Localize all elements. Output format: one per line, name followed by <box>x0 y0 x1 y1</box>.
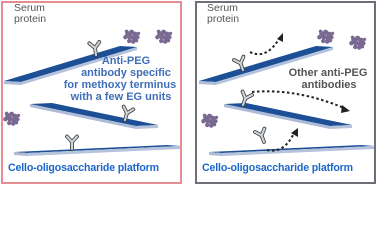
protein-label: protein <box>14 13 47 25</box>
protein-label: protein <box>207 13 240 25</box>
right-panel <box>195 1 376 184</box>
platform-label: Cello-oligosaccharide platform <box>8 162 159 174</box>
serum-label: Serum <box>207 2 238 14</box>
specific-antibody-line-3: for methoxy terminus <box>63 79 177 91</box>
platform-label: Cello-oligosaccharide platform <box>202 162 353 174</box>
specific-antibody-line-4: with a few EG units <box>70 91 172 103</box>
other-antibodies-line-1: Other anti-PEG <box>288 67 368 79</box>
specific-antibody-line-2: antibody specific <box>81 67 171 79</box>
serum-label: Serum <box>14 2 45 14</box>
specific-antibody-line-1: Anti-PEG <box>101 55 151 67</box>
other-antibodies-line-2: antibodies <box>301 79 357 91</box>
